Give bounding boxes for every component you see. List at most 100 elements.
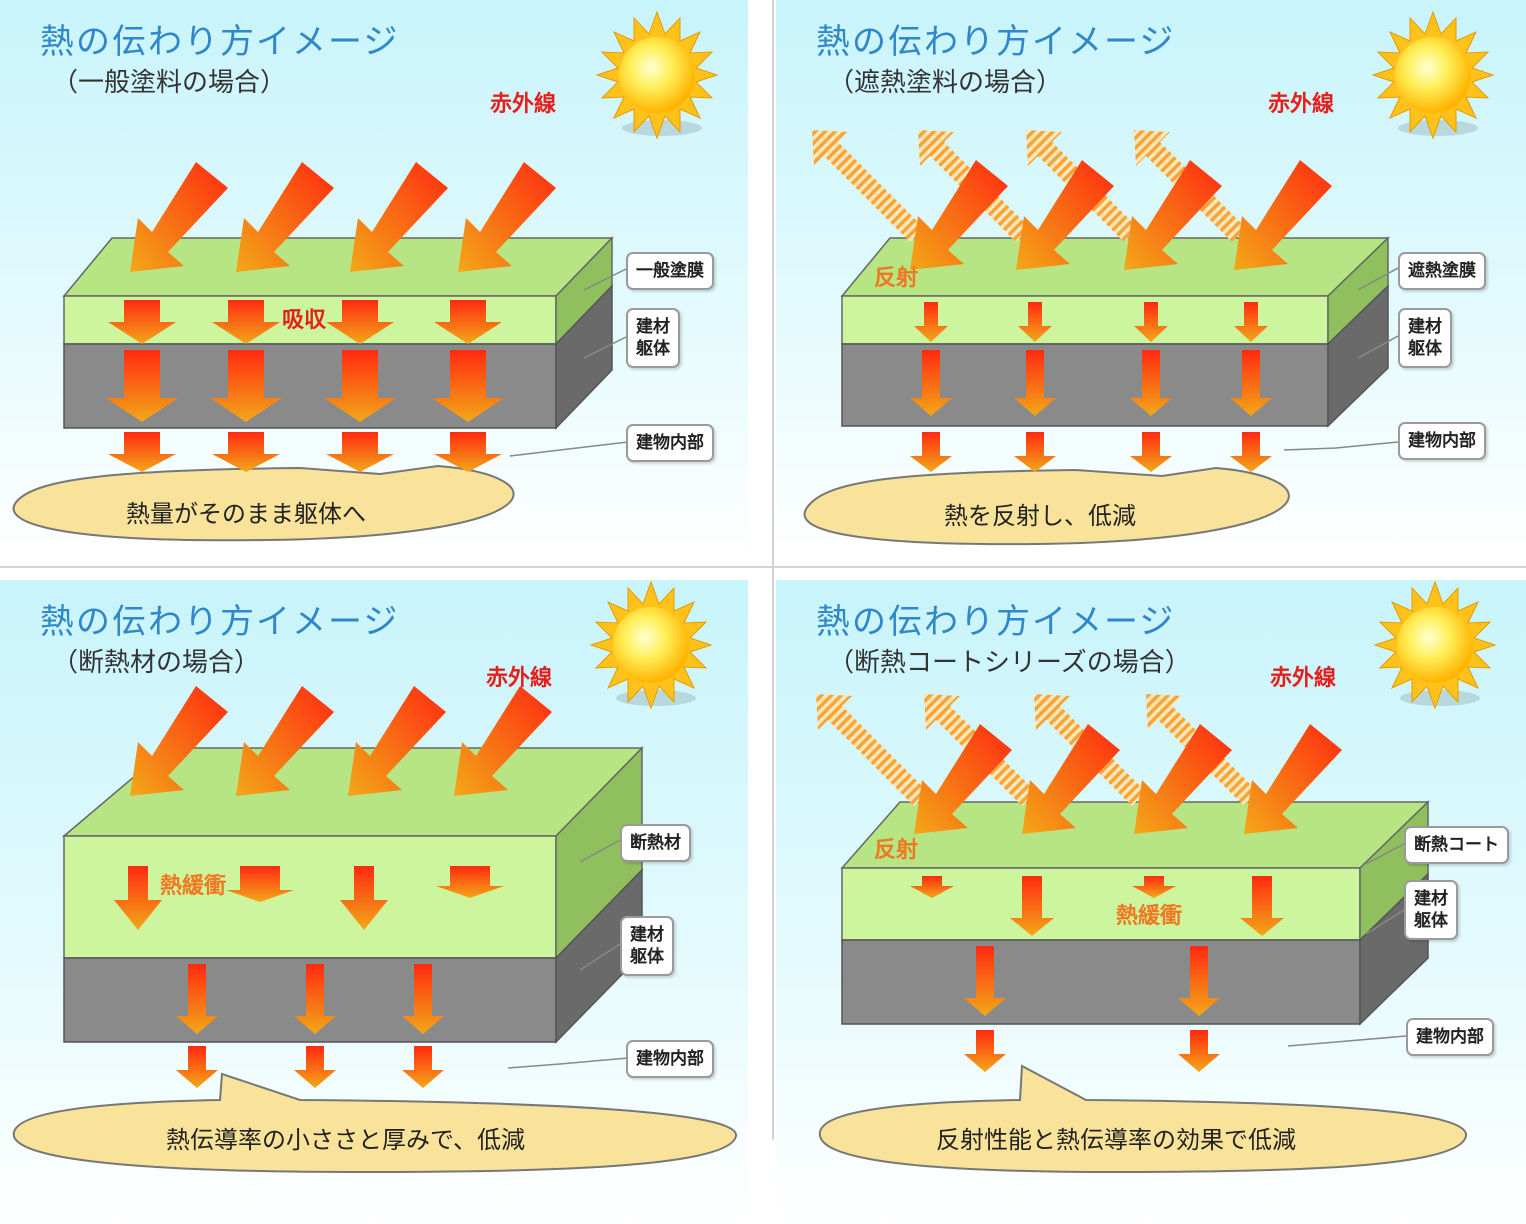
vertical-separator [772, 0, 774, 1140]
heat-arrow-icon [326, 300, 394, 344]
heat-arrow-icon [106, 350, 178, 422]
heat-arrow-icon [340, 866, 388, 930]
building-layer-side [1327, 284, 1389, 428]
callout-pointer [579, 943, 621, 971]
sun-icon [1371, 10, 1495, 140]
heat-arrow-icon [1230, 432, 1272, 472]
reflect-arrow-icon [812, 130, 924, 252]
heat-arrow-icon [114, 866, 162, 930]
panel-insulation-material: 熱の伝わり方イメージ （断熱材の場合） 赤外線 熱緩衝 断熱材 建材 躯体 建物… [0, 580, 748, 1224]
building-layer-side [555, 284, 613, 430]
callout-pointer [583, 267, 629, 291]
callout-pointer [1365, 843, 1405, 865]
heat-arrow-icon [350, 162, 448, 272]
heat-arrow-icon [210, 350, 282, 422]
infrared-label: 赤外線 [1268, 92, 1335, 117]
callout-building-interior: 建物内部 [1398, 422, 1486, 460]
panel-heat-shield-paint: 熱の伝わり方イメージ （遮熱塗料の場合） 赤外線 反射 遮熱塗膜 建材 躯体 建… [776, 0, 1526, 556]
diagram-insulation-material [12, 686, 737, 1174]
panel-subtitle: （一般塗料の場合） [52, 68, 287, 98]
heat-arrow-icon [402, 1046, 444, 1088]
heat-arrow-icon [1014, 350, 1056, 416]
callout-building-material: 建材 躯体 [1398, 308, 1452, 368]
heat-arrow-icon [236, 686, 334, 796]
heat-arrow-icon [1134, 302, 1168, 342]
heat-arrow-icon [1130, 350, 1172, 416]
reflection-label: 反射 [874, 838, 919, 863]
heat-arrow-icon [914, 724, 1012, 834]
heat-arrow-icon [212, 300, 280, 344]
callout-pointer [507, 1057, 629, 1069]
callout-building-interior: 建物内部 [626, 424, 714, 462]
heat-arrow-icon [1018, 302, 1052, 342]
infrared-label: 赤外線 [486, 666, 553, 691]
infrared-label: 赤外線 [1270, 666, 1337, 691]
callout-pointer [1287, 1035, 1407, 1047]
heat-arrow-icon [348, 686, 446, 796]
panel-title: 熱の伝わり方イメージ [40, 22, 400, 62]
heat-arrow-icon [1134, 724, 1232, 834]
reflect-arrow-icon [816, 694, 928, 816]
heat-arrow-icon [1178, 946, 1220, 1016]
summary-text: 熱伝導率の小ささと厚みで、低減 [166, 1126, 526, 1154]
diagram-heat-shield-paint [803, 130, 1399, 546]
heat-arrow-icon [910, 876, 954, 898]
panel-title: 熱の伝わり方イメージ [816, 602, 1176, 642]
heat-arrow-icon [910, 160, 1008, 270]
callout-coating: 遮熱塗膜 [1398, 252, 1486, 290]
callout-pointer [583, 335, 629, 359]
heat-arrow-icon [910, 350, 952, 416]
heat-arrow-icon [176, 1046, 218, 1088]
heat-arrow-icon [910, 432, 952, 472]
heat-arrow-icon [434, 300, 502, 344]
panel-subtitle: （遮熱塗料の場合） [828, 68, 1063, 98]
heat-arrow-icon [176, 964, 218, 1034]
heat-arrow-icon [964, 1030, 1006, 1072]
heat-arrow-icon [458, 162, 556, 272]
speech-bubble [818, 1064, 1468, 1174]
callout-building-interior: 建物内部 [626, 1040, 714, 1078]
heat-arrow-icon [1234, 160, 1332, 270]
panel-general-paint: 熱の伝わり方イメージ （一般塗料の場合） 赤外線 吸収 一般塗膜 建材 躯体 建… [0, 0, 748, 556]
heat-arrow-icon [434, 432, 502, 472]
panel-subtitle: （断熱コートシリーズの場合） [828, 648, 1191, 678]
heat-arrow-icon [432, 350, 504, 422]
heat-arrow-icon [1016, 160, 1114, 270]
callout-building-material: 建材 躯体 [626, 308, 680, 368]
summary-text: 熱を反射し、低減 [944, 502, 1136, 530]
speech-bubble [12, 1072, 737, 1174]
speech-bubble [803, 466, 1290, 546]
heat-arrow-icon [294, 964, 336, 1034]
heat-arrow-icon [1022, 724, 1120, 834]
callout-pointer [579, 839, 621, 863]
callout-building-material: 建材 躯体 [620, 916, 674, 976]
panel-title: 熱の伝わり方イメージ [40, 602, 400, 642]
speech-bubble [12, 464, 515, 542]
heat-buffer-label: 熱緩衝 [160, 874, 227, 899]
heat-arrow-icon [964, 946, 1006, 1016]
diagram-general-paint [12, 162, 629, 542]
heat-arrow-icon [212, 432, 280, 472]
callout-pointer [1365, 909, 1405, 935]
heat-arrow-icon [130, 686, 228, 796]
callout-pointer [509, 441, 629, 457]
heat-arrow-icon [1178, 1030, 1220, 1072]
heat-arrow-icon [402, 964, 444, 1034]
sun-icon [589, 580, 713, 710]
heat-buffer-label: 熱緩衝 [1116, 904, 1183, 929]
heat-arrow-icon [1010, 876, 1054, 936]
callout-pointer [1357, 335, 1399, 359]
sun-icon [595, 10, 719, 140]
panel-subtitle: （断熱材の場合） [52, 648, 261, 678]
heat-arrow-icon [1240, 876, 1284, 936]
heat-arrow-icon [436, 866, 504, 898]
heat-arrow-icon [108, 300, 176, 344]
callout-pointer [1357, 267, 1399, 291]
heat-arrow-icon [1234, 302, 1268, 342]
heat-arrow-icon [236, 162, 334, 272]
panel-insulation-coat-series: 熱の伝わり方イメージ （断熱コートシリーズの場合） 赤外線 反射 熱緩衝 断熱コ… [776, 580, 1526, 1224]
heat-arrow-icon [294, 1046, 336, 1088]
heat-arrow-icon [226, 866, 294, 902]
heat-arrow-icon [130, 162, 228, 272]
heat-arrow-icon [1244, 724, 1342, 834]
